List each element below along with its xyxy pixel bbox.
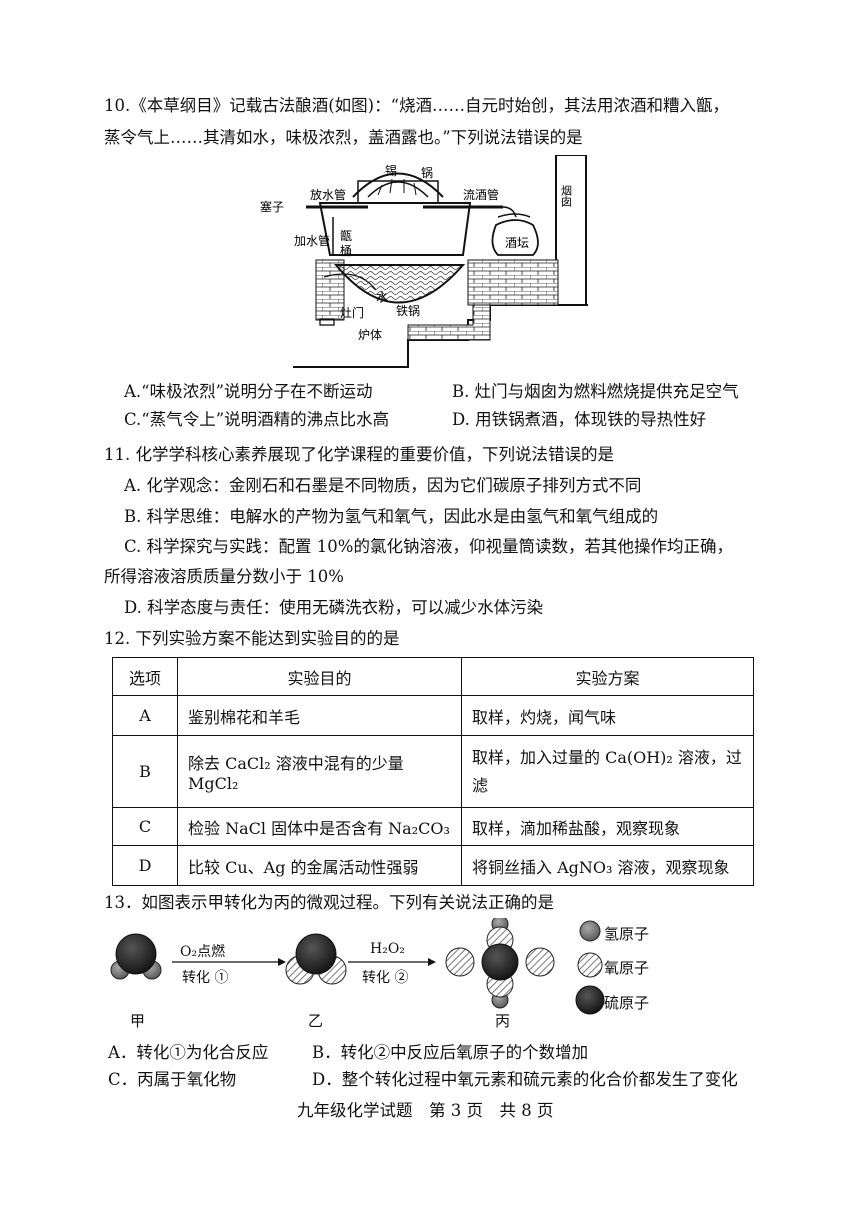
q10-option-c[interactable]: C.“蒸气令上”说明酒精的沸点比水高 (124, 410, 390, 429)
distillation-diagram: 锡 锅 放水管 塞子 流酒管 烟囱 加水管 甑 桶 酒坛 水 铁锅 灶门 炉体 (260, 155, 588, 368)
table-row: B 除去 CaCl₂ 溶液中混有的少量 MgCl₂ 取样，加入过量的 Ca(OH… (112, 735, 754, 808)
row-option: C (112, 807, 178, 846)
row-purpose: 鉴别棉花和羊毛 (177, 695, 462, 736)
legend-oxygen: 氧原子 (604, 959, 650, 977)
sulfur-atom (295, 933, 337, 975)
label-tong: 桶 (340, 243, 352, 258)
arrow2-label: 转化 ② (362, 970, 409, 986)
label-tieguo: 铁锅 (396, 303, 420, 318)
q13-option-b[interactable]: B．转化②中反应后氧原子的个数增加 (312, 1043, 589, 1062)
header-purpose: 实验目的 (177, 657, 462, 696)
q10-option-b[interactable]: B. 灶门与烟囱为燃料燃烧提供充足空气 (452, 382, 739, 401)
label-yancong: 烟囱 (560, 184, 573, 207)
label-zeng: 甑 (340, 229, 352, 243)
label-jia: 甲 (130, 1012, 146, 1030)
q13-stem: 13．如图表示甲转化为丙的微观过程。下列有关说法正确的是 (104, 893, 554, 912)
q10-stem-line2: 蒸令气上……其清如水，味极浓烈，盖酒露也。”下列说法错误的是 (104, 128, 583, 147)
legend-hydrogen: 氢原子 (604, 925, 650, 943)
q11-option-c-line1[interactable]: C. 科学探究与实践：配置 10%的氯化钠溶液，仰视量筒读数，若其他操作均正确， (124, 537, 733, 556)
legend-sulfur-icon (575, 985, 605, 1015)
oxygen-atom (445, 947, 475, 977)
q12-stem: 12. 下列实验方案不能达到实验目的的是 (104, 629, 400, 648)
header-plan: 实验方案 (461, 657, 754, 696)
q11-option-c-line2: 所得溶液溶质质量分数小于 10% (104, 567, 344, 586)
label-liujiu: 流酒管 (463, 187, 499, 202)
label-luti: 炉体 (358, 328, 382, 342)
label-bing: 丙 (495, 1012, 511, 1030)
row-plan: 取样，加入过量的 Ca(OH)₂ 溶液，过滤 (461, 735, 754, 808)
table-row: A 鉴别棉花和羊毛 取样，灼烧，闻气味 (112, 695, 754, 736)
q13-option-a[interactable]: A．转化①为化合反应 (108, 1043, 269, 1062)
arrow2-reagent: H₂O₂ (370, 941, 405, 957)
q13-option-c[interactable]: C．丙属于氧化物 (108, 1070, 237, 1089)
q11-option-a[interactable]: A. 化学观念：金刚石和石墨是不同物质，因为它们碳原子排列方式不同 (124, 476, 642, 495)
label-jiashui: 加水管 (294, 233, 330, 248)
label-fangshui: 放水管 (310, 187, 346, 202)
legend-oxygen-icon (577, 952, 603, 978)
row-plan: 取样，灼烧，闻气味 (461, 695, 754, 736)
label-saizi: 塞子 (260, 199, 284, 214)
row-option: B (112, 735, 178, 808)
q10-option-a[interactable]: A.“味极浓烈”说明分子在不断运动 (124, 382, 373, 401)
page-footer: 九年级化学试题 第 3 页 共 8 页 (297, 1101, 554, 1120)
experiment-table: 选项 实验目的 实验方案 A 鉴别棉花和羊毛 取样，灼烧，闻气味 B 除去 Ca… (112, 657, 754, 886)
row-option: A (112, 695, 178, 736)
row-purpose: 除去 CaCl₂ 溶液中混有的少量 MgCl₂ (177, 735, 462, 808)
legend-hydrogen-icon (579, 920, 601, 942)
table-header-row: 选项 实验目的 实验方案 (112, 657, 754, 696)
q13-option-d[interactable]: D．整个转化过程中氧元素和硫元素的化合价都发生了变化 (312, 1070, 738, 1089)
sulfur-atom (115, 933, 157, 975)
label-guo: 锅 (421, 165, 433, 180)
oxygen-atom (525, 947, 555, 977)
q11-option-b[interactable]: B. 科学思维：电解水的产物为氢气和氧气，因此水是由氢气和氧气组成的 (124, 507, 659, 526)
label-xi: 锡 (385, 163, 397, 178)
label-yi: 乙 (308, 1012, 324, 1030)
table-row: C 检验 NaCl 固体中是否含有 Na₂CO₃ 取样，滴加稀盐酸，观察现象 (112, 807, 754, 846)
label-jiutan: 酒坛 (505, 236, 529, 250)
q10-option-d[interactable]: D. 用铁锅煮酒，体现铁的导热性好 (452, 410, 707, 429)
header-option: 选项 (112, 657, 178, 696)
row-plan: 取样，滴加稀盐酸，观察现象 (461, 807, 754, 846)
arrow1-label: 转化 ① (182, 970, 229, 986)
row-purpose: 比较 Cu、Ag 的金属活动性强弱 (177, 845, 462, 886)
row-plan: 将铜丝插入 AgNO₃ 溶液，观察现象 (461, 845, 754, 886)
q11-stem: 11. 化学学科核心素养展现了化学课程的重要价值，下列说法错误的是 (104, 445, 614, 464)
row-purpose: 检验 NaCl 固体中是否含有 Na₂CO₃ (177, 807, 462, 846)
label-shui: 水 (376, 290, 388, 304)
micro-process-diagram (110, 918, 605, 1015)
q10-stem-line1: 10.《本草纲目》记载古法酿酒(如图)：“烧酒……自元时始创，其法用浓酒和糟入甑… (104, 96, 730, 115)
arrow1-condition: O₂点燃 (180, 944, 226, 960)
row-option: D (112, 845, 178, 886)
label-zaomen: 灶门 (340, 305, 364, 320)
table-row: D 比较 Cu、Ag 的金属活动性强弱 将铜丝插入 AgNO₃ 溶液，观察现象 (112, 845, 754, 886)
q11-option-d[interactable]: D. 科学态度与责任：使用无磷洗衣粉，可以减少水体污染 (124, 598, 544, 617)
legend-sulfur: 硫原子 (604, 994, 650, 1012)
sulfur-atom (481, 943, 519, 981)
